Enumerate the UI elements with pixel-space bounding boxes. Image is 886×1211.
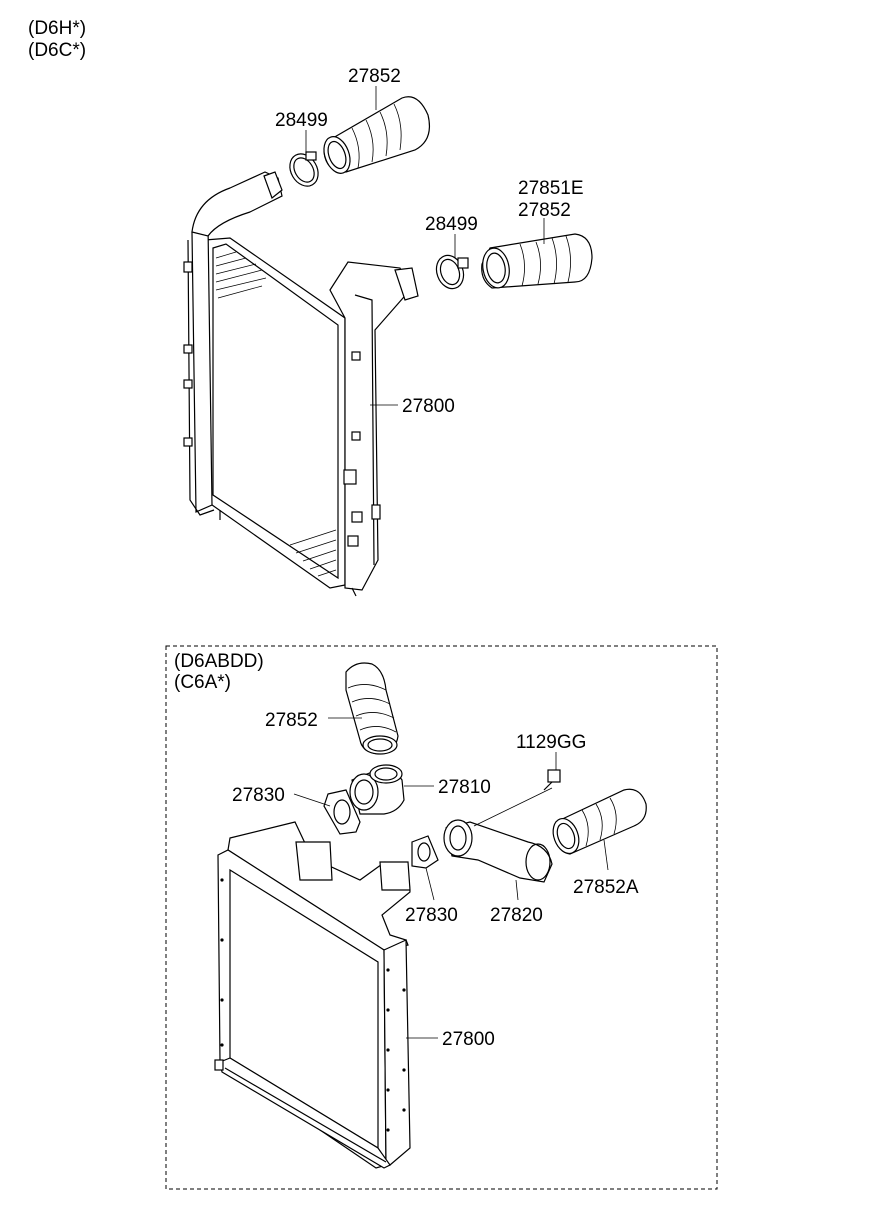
label-top-hose-right-a: 27851E bbox=[518, 178, 584, 199]
bottom-group-frame bbox=[165, 645, 718, 1190]
bottom-variant-2: (C6A*) bbox=[174, 672, 231, 693]
bottom-variant-1: (D6ABDD) bbox=[174, 651, 264, 672]
bottom-pipe-elbow[interactable] bbox=[349, 764, 405, 815]
bottom-pipe-right[interactable] bbox=[443, 819, 553, 883]
label-top-clamp-upper: 28499 bbox=[275, 110, 328, 131]
label-top-hose-upper: 27852 bbox=[348, 66, 401, 87]
bottom-hose-upper[interactable] bbox=[345, 662, 399, 755]
label-top-clamp-right: 28499 bbox=[425, 214, 478, 235]
top-hose-upper[interactable] bbox=[319, 96, 431, 177]
top-clamp-upper[interactable] bbox=[284, 149, 324, 191]
label-bottom-hose-right: 27852A bbox=[573, 877, 639, 898]
top-hose-right[interactable] bbox=[480, 233, 593, 290]
label-bottom-hose-upper: 27852 bbox=[265, 710, 318, 731]
bottom-gasket-left[interactable] bbox=[323, 789, 361, 835]
label-bottom-bolt: 1129GG bbox=[516, 732, 586, 753]
top-variant-2: (D6C*) bbox=[28, 40, 86, 61]
bottom-group: (D6ABDD) (C6A*) bbox=[165, 645, 718, 1190]
bottom-gasket-right[interactable] bbox=[411, 835, 439, 869]
label-bottom-pipe-right: 27820 bbox=[490, 905, 543, 926]
bottom-intercooler[interactable] bbox=[214, 821, 411, 1169]
bottom-bolt[interactable] bbox=[473, 769, 561, 827]
label-top-hose-right-b: 27852 bbox=[518, 200, 571, 221]
bottom-hose-right[interactable] bbox=[549, 788, 647, 857]
label-bottom-pipe-elbow: 27810 bbox=[438, 777, 491, 798]
label-bottom-intercooler: 27800 bbox=[442, 1029, 495, 1050]
top-variant-1: (D6H*) bbox=[28, 18, 86, 39]
top-intercooler[interactable] bbox=[183, 171, 419, 597]
top-group: (D6H*) (D6C*) bbox=[28, 18, 593, 597]
top-clamp-right[interactable] bbox=[432, 252, 469, 293]
label-top-intercooler: 27800 bbox=[402, 396, 455, 417]
label-bottom-gasket-left: 27830 bbox=[232, 785, 285, 806]
label-bottom-gasket-right: 27830 bbox=[405, 905, 458, 926]
